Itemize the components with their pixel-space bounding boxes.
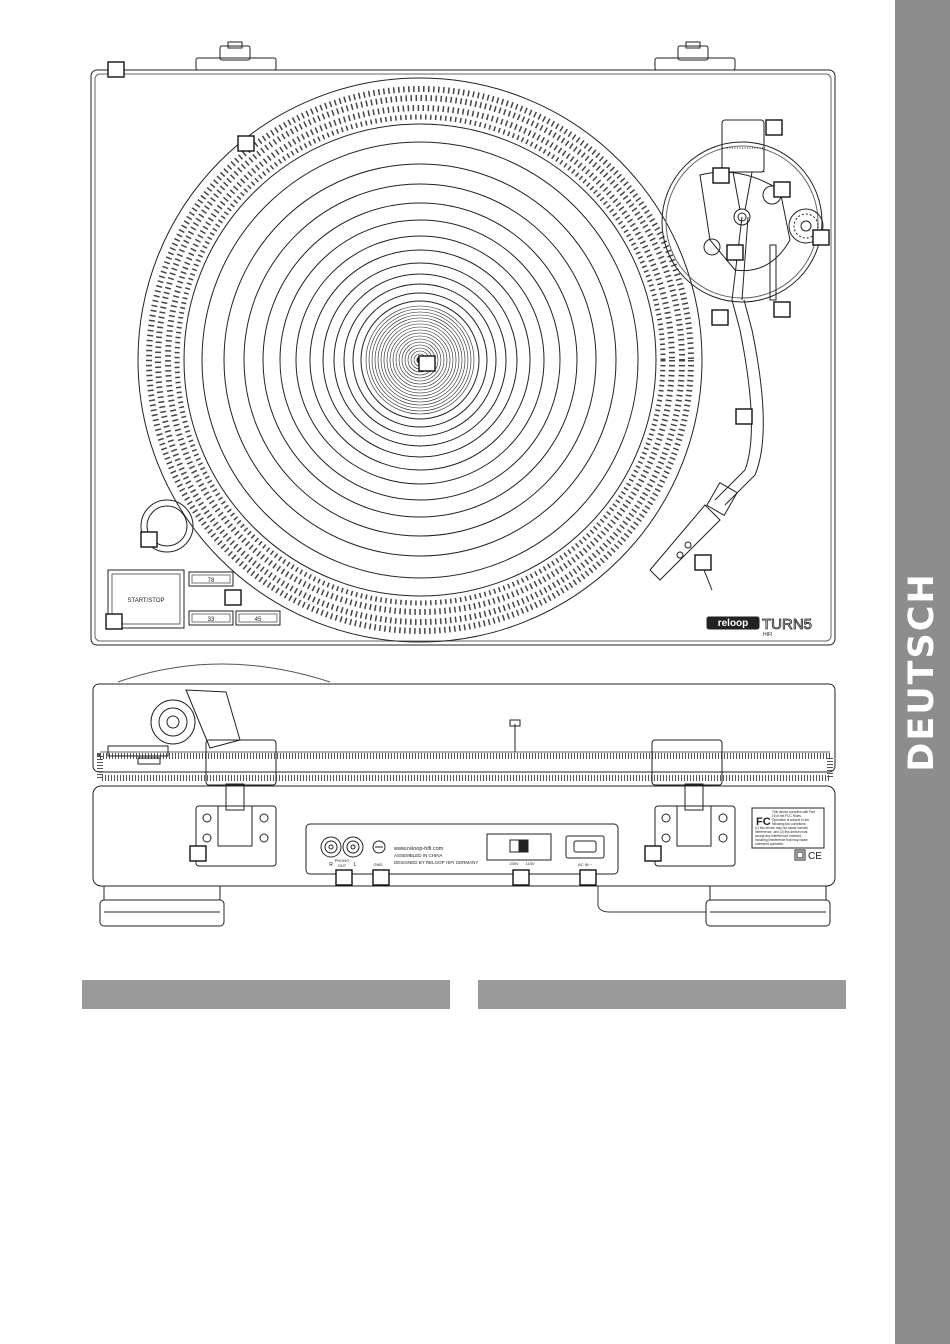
tonearm — [649, 299, 764, 591]
hinge-top-left — [195, 41, 277, 71]
table-header-right — [478, 980, 846, 1009]
start-stop-button: START/STOP — [107, 569, 185, 629]
fcc-text-line: interference, and (2) this device must — [755, 830, 808, 834]
table-header-left — [82, 980, 450, 1009]
feet — [99, 885, 831, 927]
svg-text:HIFI: HIFI — [763, 632, 772, 638]
svg-text:FC: FC — [756, 816, 771, 828]
rear-connector-panel — [305, 823, 619, 875]
fcc-text-line: 15 of the FCC Rules. — [772, 814, 802, 818]
callout-boxes-top — [105, 61, 830, 630]
rear-assembled: ASSEMBLED IN CHINA — [394, 853, 443, 858]
platter — [137, 77, 703, 643]
hinge-bracket-left — [195, 783, 277, 867]
svg-text:TURN5: TURN5 — [762, 616, 812, 633]
fcc-text-line: accept any interference received, — [755, 834, 802, 838]
svg-text:R: R — [329, 862, 333, 868]
speed-button-45: 45 — [235, 610, 281, 626]
speed-button-78: 78 — [188, 571, 234, 587]
fcc-text-line: following two conditions: — [772, 822, 806, 826]
rear-designed: DESIGNED BY RELOOP HIFI GERMANY — [394, 860, 478, 865]
svg-text:L: L — [354, 862, 357, 868]
language-label: DEUTSCH — [902, 572, 942, 772]
svg-text:CE: CE — [808, 851, 822, 862]
turntable-diagram: START/STOP 78 33 45 reloop TURN5 HIFI — [90, 41, 836, 927]
svg-text:230V: 230V — [509, 861, 519, 866]
language-sidebar — [895, 0, 950, 1344]
svg-text:PHONO: PHONO — [335, 858, 350, 863]
svg-text:OUT: OUT — [338, 863, 347, 868]
hinge-top-right — [654, 41, 736, 71]
svg-text:78: 78 — [208, 578, 215, 584]
speed-knob — [140, 499, 194, 553]
voltage-selector: 230V 115V — [486, 833, 552, 866]
callout-boxes-rear — [189, 845, 662, 886]
slipmat-rings — [201, 141, 639, 579]
fcc-text-line: Operation is subject to the — [772, 818, 809, 822]
rear-view: R PHONO OUT L GND www.reloop-hifi.com AS… — [92, 663, 836, 927]
hinge-bracket-right — [654, 783, 736, 867]
ground-terminal: GND — [372, 840, 386, 867]
dust-cover-rear — [92, 683, 836, 773]
tonearm-base — [661, 119, 824, 303]
svg-text:115V: 115V — [525, 861, 534, 866]
start-stop-label: START/STOP — [127, 598, 164, 604]
svg-text:GND: GND — [374, 862, 383, 867]
tonearm-rear — [107, 689, 521, 765]
svg-text:33: 33 — [208, 617, 215, 623]
brand-logo: reloop TURN5 HIFI — [706, 616, 812, 638]
rear-website: www.reloop-hifi.com — [393, 846, 444, 852]
fcc-text-line: (1) this device may not cause harmful — [755, 826, 808, 830]
speed-button-33: 33 — [188, 610, 234, 626]
phono-out-rca: R PHONO OUT L — [320, 836, 364, 868]
svg-text:45: 45 — [255, 617, 262, 623]
top-view: START/STOP 78 33 45 reloop TURN5 HIFI — [90, 41, 836, 646]
fcc-text-line: undesired operation. — [755, 842, 784, 846]
fcc-text-line: including interference that may cause — [755, 838, 808, 842]
turntable-body-rear — [92, 785, 836, 887]
fcc-text-line: This device complies with Part — [772, 810, 815, 814]
ac-inlet: AC IN ~ — [565, 835, 605, 867]
svg-text:reloop: reloop — [718, 618, 749, 629]
turntable-body-top — [90, 69, 836, 646]
svg-text:AC IN ~: AC IN ~ — [578, 862, 593, 867]
